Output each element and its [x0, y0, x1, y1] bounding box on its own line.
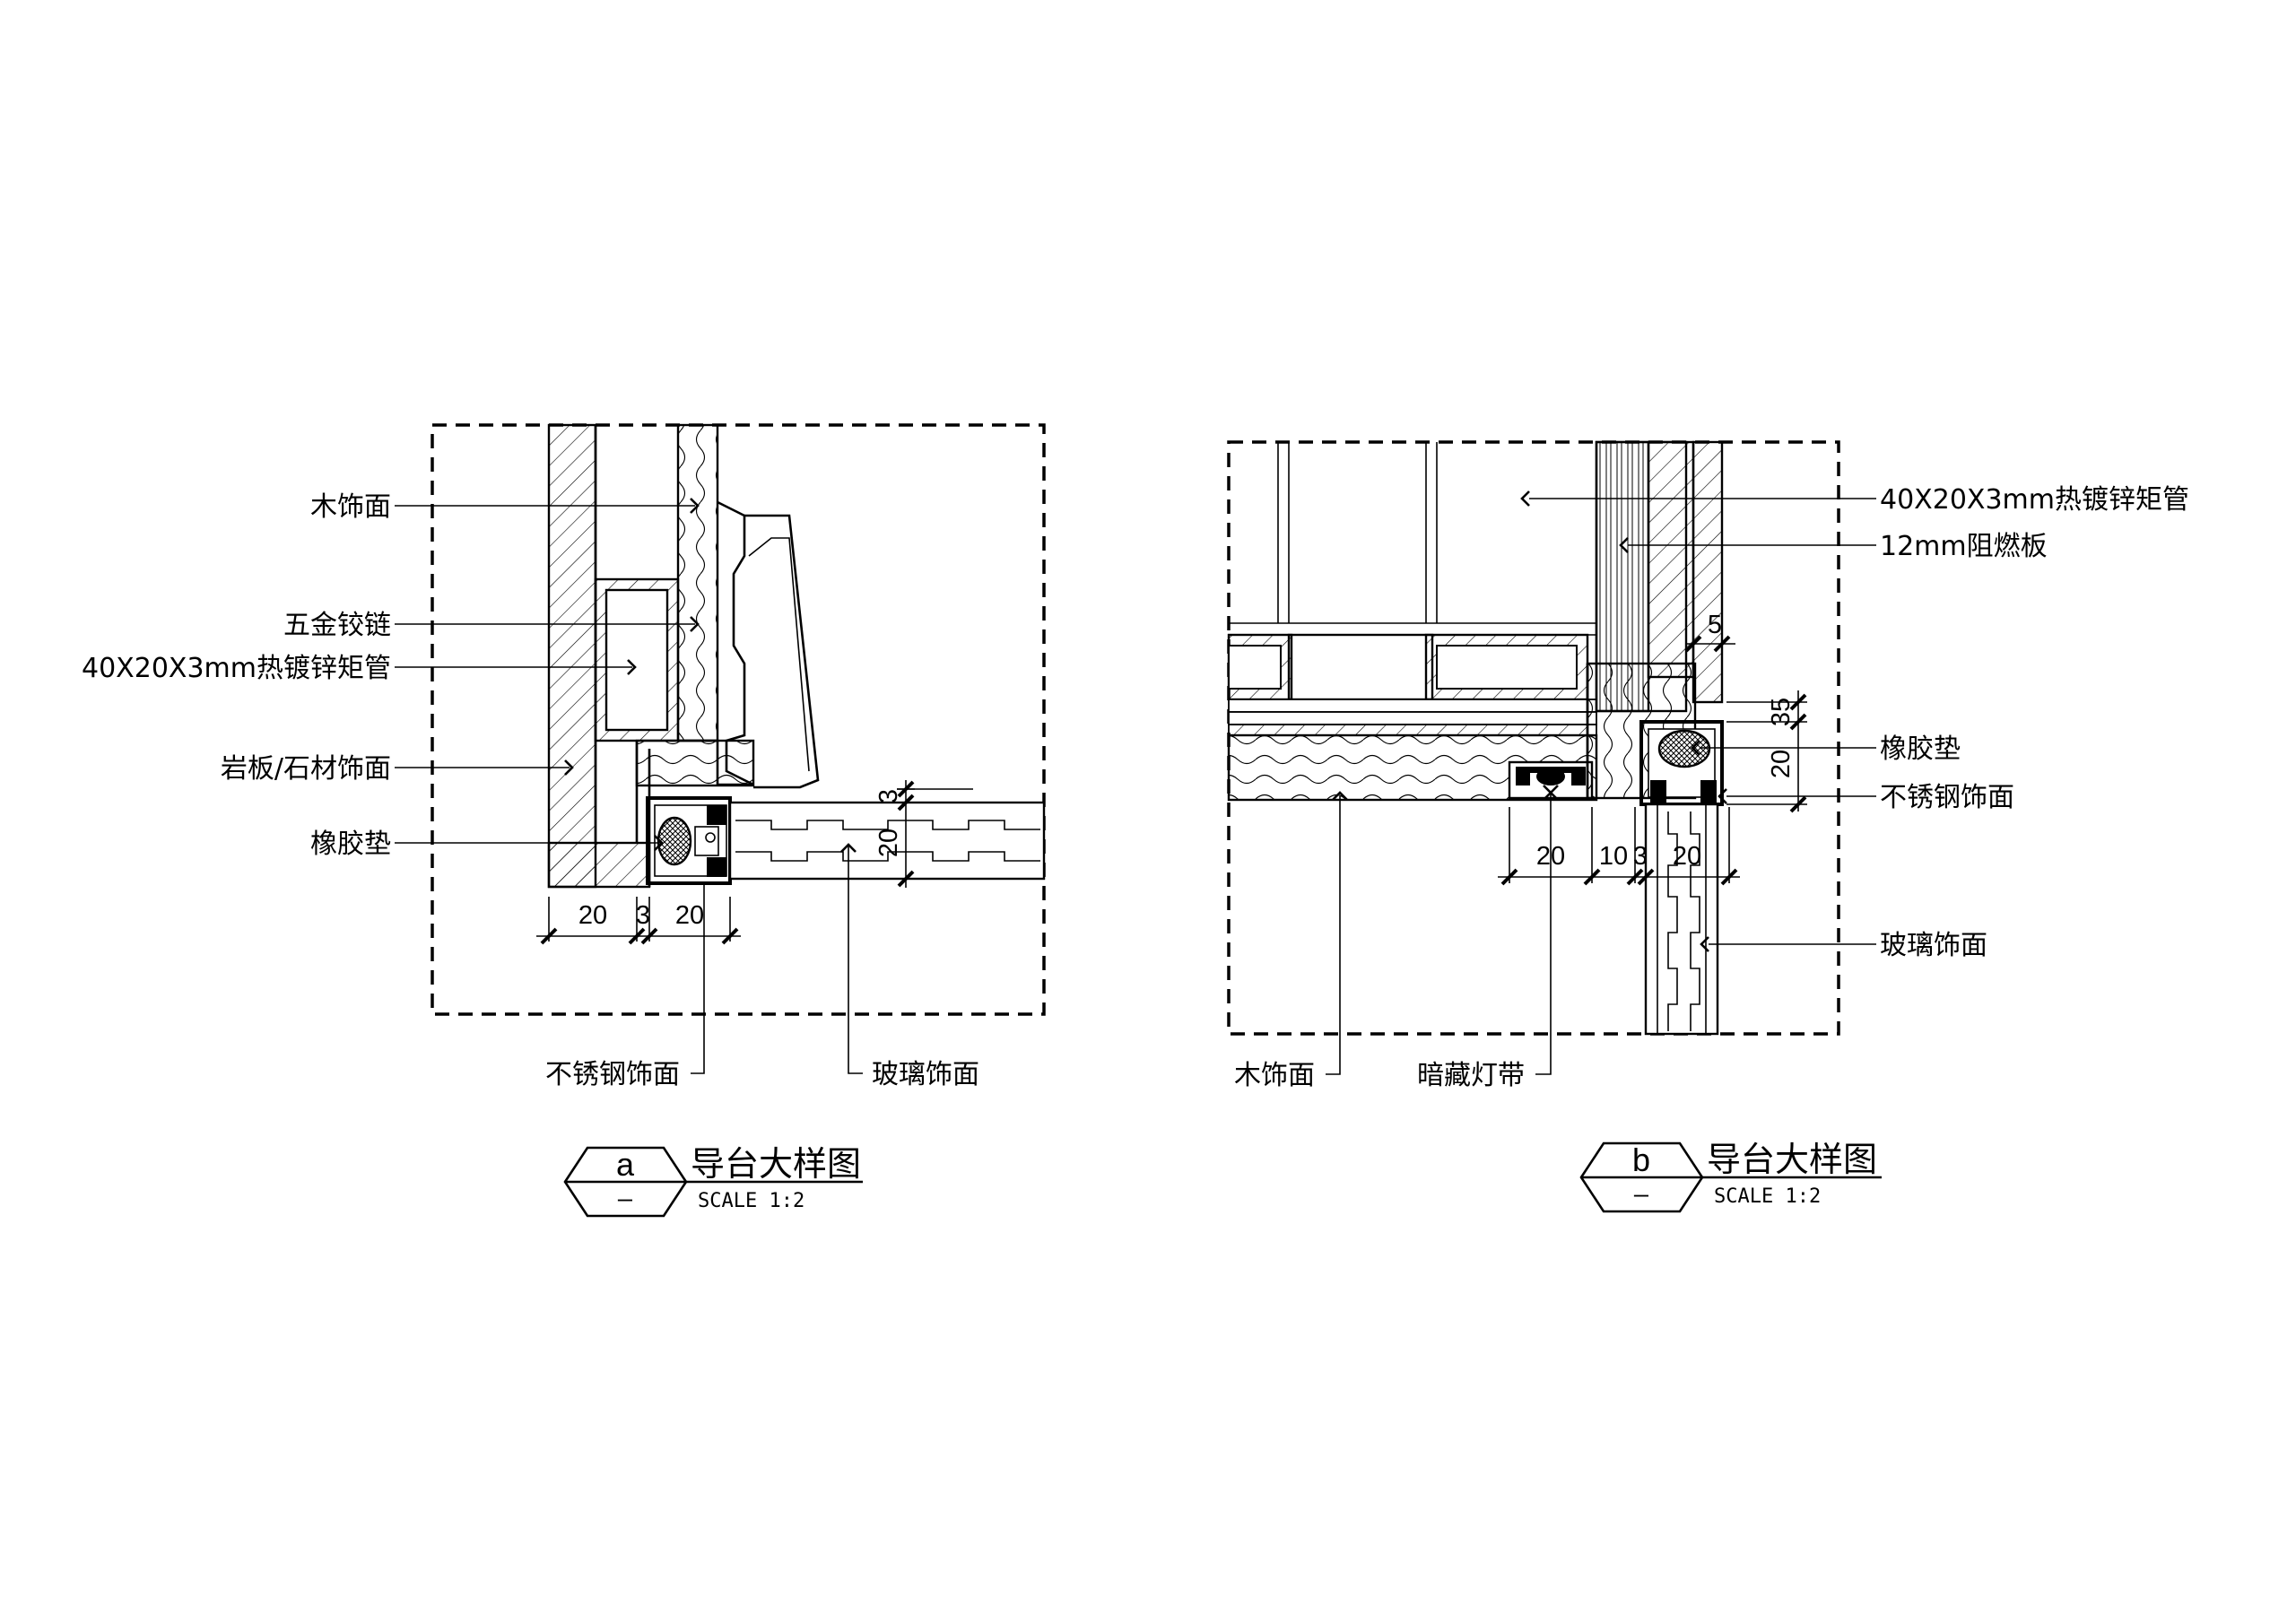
- glass-panel-b: [1644, 803, 1719, 1036]
- label-a-steel-tube: 40X20X3mm热镀锌矩管: [82, 653, 391, 684]
- dim-b-v2: 35: [1767, 698, 1796, 726]
- title-a-sub: –: [618, 1185, 633, 1213]
- label-b-fire-board: 12mm阻燃板: [1880, 531, 2048, 562]
- label-b-glass-finish: 玻璃饰面: [1880, 930, 1987, 961]
- stone-board-a-base: [547, 841, 651, 889]
- dim-b-h4: 20: [1673, 842, 1701, 871]
- title-b-sub: –: [1634, 1180, 1649, 1209]
- dim-b-h1: 20: [1536, 842, 1565, 871]
- hinge-a: [717, 500, 754, 786]
- label-a-wood-finish: 木饰面: [310, 491, 391, 523]
- title-a-tag: a: [616, 1146, 635, 1183]
- stone-board-a: [547, 423, 597, 889]
- dim-a-h3: 20: [675, 901, 704, 930]
- glass-panel-a: [728, 801, 1046, 881]
- steel-tube-b2: [1287, 633, 1434, 701]
- title-block-b: b – 导台大样图 SCALE 1:2: [1579, 1140, 1882, 1213]
- dim-b-v1: 5: [1708, 611, 1722, 639]
- label-b-stainless-finish: 不锈钢饰面: [1880, 782, 2014, 813]
- title-a-name: 导台大样图: [691, 1144, 861, 1184]
- detail-a: 木饰面 五金铰链 40X20X3mm热镀锌矩管 岩板/石材饰面 橡胶垫 不锈钢饰…: [82, 423, 1046, 1218]
- dim-b-h3: 3: [1633, 842, 1648, 871]
- label-a-glass-finish: 玻璃饰面: [872, 1059, 979, 1090]
- dim-a-v2: 20: [874, 829, 903, 857]
- rubber-pad-a: [657, 816, 692, 866]
- title-b-name: 导台大样图: [1707, 1140, 1877, 1179]
- label-a-hinge: 五金铰链: [283, 610, 391, 641]
- dim-a-h1: 20: [578, 901, 607, 930]
- detail-b: 40X20X3mm热镀锌矩管 12mm阻燃板 橡胶垫 不锈钢饰面 玻璃饰面 木饰…: [1227, 440, 2189, 1213]
- label-b-wood-finish: 木饰面: [1234, 1060, 1315, 1091]
- label-a-rubber-pad: 橡胶垫: [310, 829, 391, 860]
- detail-a-boundary: [430, 423, 1046, 1016]
- title-b-scale: SCALE 1:2: [1714, 1185, 1821, 1208]
- dim-a-h2: 3: [636, 901, 650, 930]
- label-b-rubber-pad: 橡胶垫: [1880, 733, 1961, 765]
- title-block-a: a – 导台大样图 SCALE 1:2: [563, 1144, 863, 1218]
- wood-panel-a-lower: [635, 739, 755, 787]
- rubber-pad-b: [1657, 729, 1711, 768]
- dim-b-v3: 20: [1767, 750, 1796, 778]
- title-a-scale: SCALE 1:2: [698, 1190, 804, 1212]
- wood-panel-a: [676, 423, 719, 742]
- label-a-stainless-finish: 不锈钢饰面: [545, 1059, 680, 1090]
- title-b-tag: b: [1632, 1141, 1650, 1178]
- label-b-hidden-light: 暗藏灯带: [1417, 1060, 1525, 1091]
- dim-b-h2: 10: [1599, 842, 1628, 871]
- label-b-steel-tube: 40X20X3mm热镀锌矩管: [1880, 484, 2189, 516]
- dim-a-v1: 3: [874, 789, 903, 803]
- label-a-stone-finish: 岩板/石材饰面: [221, 753, 391, 785]
